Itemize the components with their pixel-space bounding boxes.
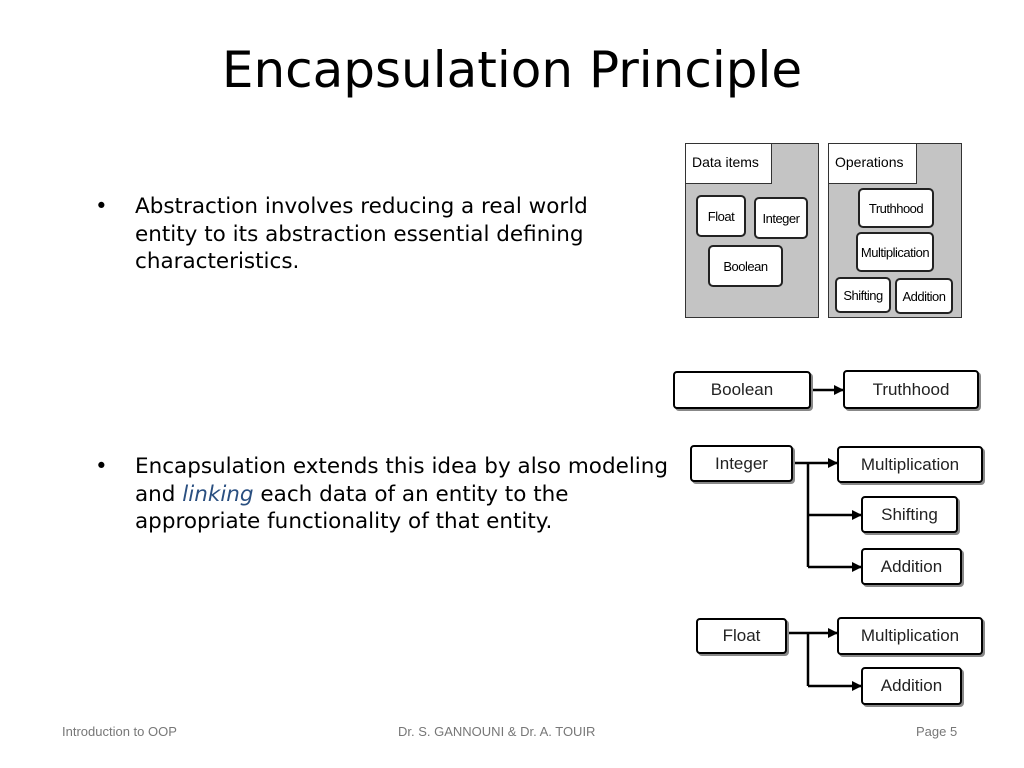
- node-integer-shifting: Shifting: [861, 496, 958, 533]
- data-items-label: Data items: [686, 144, 772, 184]
- operations-label: Operations: [829, 144, 917, 184]
- bullet-abstraction: • Abstraction involves reducing a real w…: [95, 193, 655, 276]
- bullet-marker: •: [95, 194, 108, 219]
- node-integer-addition: Addition: [861, 548, 962, 585]
- node-integer: Integer: [690, 445, 793, 482]
- data-item-float: Float: [696, 195, 746, 237]
- slide-title: Encapsulation Principle: [221, 41, 803, 99]
- data-item-boolean: Boolean: [708, 245, 783, 287]
- node-float-addition: Addition: [861, 667, 962, 705]
- bullet-text-before: Encapsulation extends this idea by also …: [135, 454, 669, 507]
- data-item-integer: Integer: [754, 197, 808, 239]
- op-item-multiplication: Multiplication: [856, 232, 934, 272]
- node-float: Float: [696, 618, 787, 654]
- node-float-multiplication: Multiplication: [837, 617, 983, 655]
- footer-center: Dr. S. GANNOUNI & Dr. A. TOUIR: [398, 724, 596, 739]
- data-items-panel: Data items Float Integer Boolean: [685, 143, 819, 318]
- bullet-text-after: each data of an entity to the appropriat…: [135, 481, 569, 535]
- bullet-text: Abstraction involves reducing a real wor…: [135, 194, 588, 274]
- operations-panel: Operations Truthhood Multiplication Shif…: [828, 143, 962, 318]
- op-item-truthhood: Truthhood: [858, 188, 934, 228]
- bullet-emphasis: linking: [182, 481, 254, 507]
- footer-left: Introduction to OOP: [62, 724, 177, 739]
- footer-page-number: Page 5: [916, 724, 958, 739]
- op-item-addition: Addition: [895, 278, 953, 314]
- node-integer-multiplication: Multiplication: [837, 446, 983, 483]
- op-item-shifting: Shifting: [835, 277, 891, 313]
- node-truthhood: Truthhood: [843, 370, 979, 409]
- node-boolean: Boolean: [673, 371, 811, 409]
- bullet-encapsulation: • Encapsulation extends this idea by als…: [95, 453, 675, 536]
- bullet-marker: •: [95, 454, 108, 479]
